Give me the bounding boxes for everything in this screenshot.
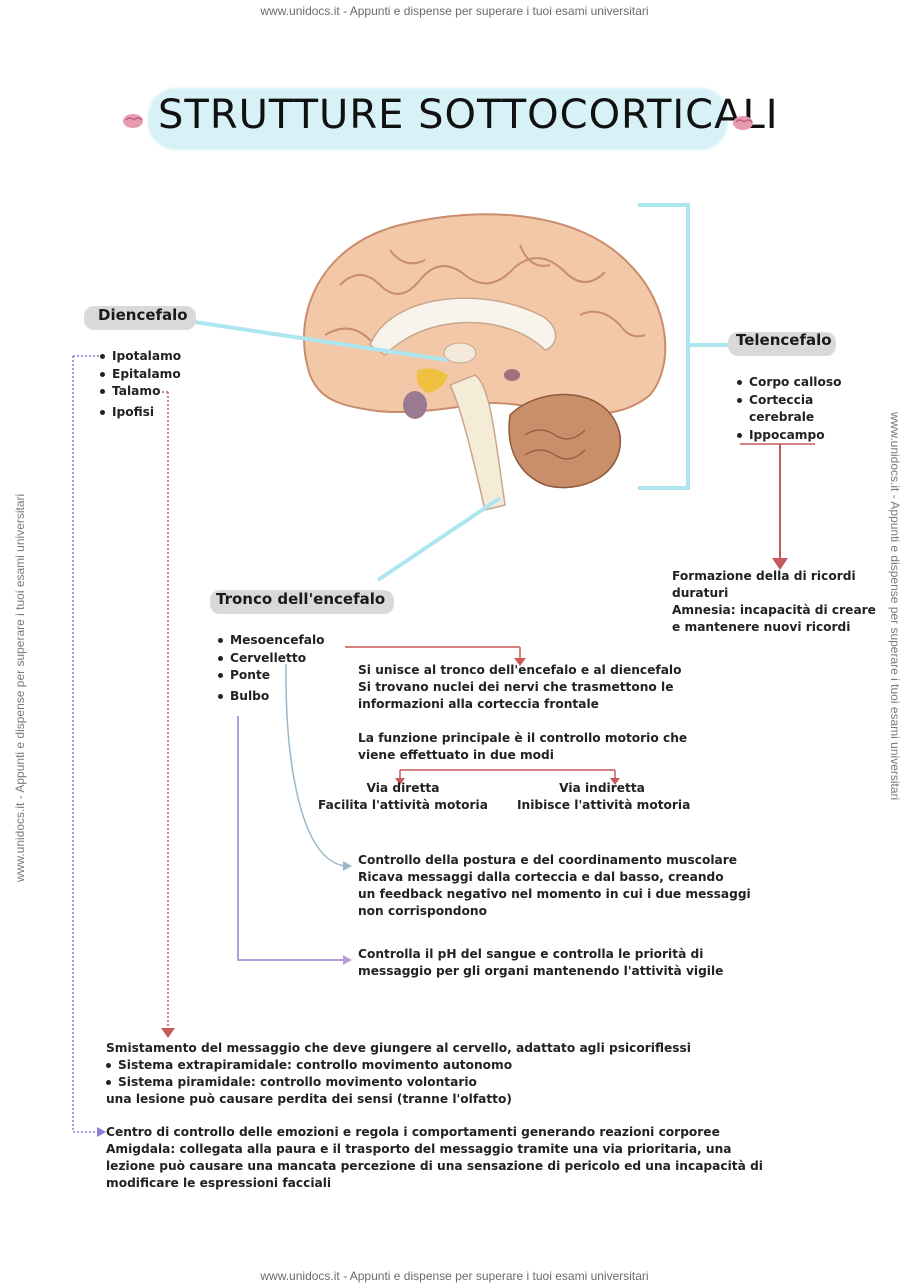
list-item: Cervelletto xyxy=(218,650,325,668)
cervelletto-note: Controllo della postura e del coordiname… xyxy=(358,853,751,918)
title-background xyxy=(148,88,728,150)
ipotalamo-note: Centro di controllo delle emozioni e reg… xyxy=(106,1125,763,1190)
tronco-label-bg xyxy=(210,590,394,614)
list-item: Talamo xyxy=(100,383,181,401)
page-title: STRUTTURE SOTTOCORTICALI xyxy=(158,92,779,138)
telencefalo-list: Corpo calloso Corteccia cerebrale Ippoca… xyxy=(737,374,841,444)
list-item: Corteccia xyxy=(737,392,841,410)
brain-illustration xyxy=(303,213,667,511)
funzione-note: La funzione principale è il controllo mo… xyxy=(358,731,688,762)
tronco-list: Mesoencefalo Cervelletto Ponte Bulbo xyxy=(218,632,325,705)
diencefalo-label: Diencefalo xyxy=(98,306,188,324)
telencefalo-label: Telencefalo xyxy=(736,331,832,349)
diencefalo-label-bg xyxy=(84,306,196,330)
list-item: Bulbo xyxy=(218,688,325,706)
watermark-top: www.unidocs.it - Appunti e dispense per … xyxy=(260,4,649,18)
bulbo-note: Controlla il pH del sangue e controlla l… xyxy=(358,947,724,978)
list-item: Epitalamo xyxy=(100,366,181,384)
telencefalo-label-bg xyxy=(728,332,836,356)
watermark-bottom: www.unidocs.it - Appunti e dispense per … xyxy=(260,1269,649,1283)
via-diretta: Via diretta Facilita l'attività motoria xyxy=(318,781,488,812)
tronco-label: Tronco dell'encefalo xyxy=(216,590,386,608)
talamo-note: Smistamento del messaggio che deve giung… xyxy=(106,1041,691,1106)
diencefalo-list: Ipotalamo Epitalamo Talamo Ipofisi xyxy=(100,348,181,421)
telencefalo-note: Formazione della di ricordi duraturi Amn… xyxy=(672,569,876,634)
list-item: Ponte xyxy=(218,667,325,685)
list-item: cerebrale xyxy=(749,410,815,424)
list-item: Mesoencefalo xyxy=(218,632,325,650)
list-item: Ipotalamo xyxy=(100,348,181,366)
list-item: Corpo calloso xyxy=(737,374,841,392)
list-item: Ippocampo xyxy=(737,427,841,445)
list-item: Ipofisi xyxy=(100,404,181,422)
mesoencefalo-note: Si unisce al tronco dell'encefalo e al d… xyxy=(358,663,682,711)
via-indiretta: Via indiretta Inibisce l'attività motori… xyxy=(517,781,691,812)
brain-icon-left xyxy=(123,114,143,128)
brain-icon-right xyxy=(733,116,753,130)
